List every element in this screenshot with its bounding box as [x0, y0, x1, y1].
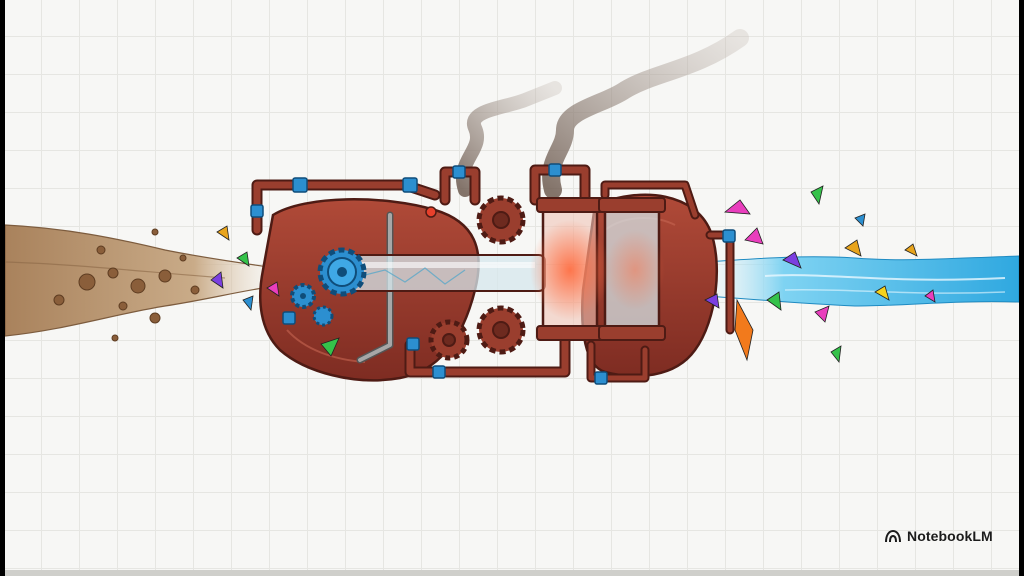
colorful-debris: [210, 185, 936, 363]
blue-small-gear: [290, 283, 334, 327]
clean-water-stream: [704, 255, 1019, 307]
notebooklm-logo-icon: [885, 529, 901, 543]
blue-pipe-couplings: [250, 163, 736, 385]
filter-canisters: [425, 197, 666, 341]
filter-tube: [344, 254, 546, 292]
bottom-edge: [5, 570, 1019, 576]
brand-label: NotebookLM: [907, 528, 993, 544]
blue-main-gear: [317, 247, 367, 297]
slide-canvas: NotebookLM: [5, 0, 1019, 576]
notebooklm-watermark: NotebookLM: [885, 528, 993, 544]
gears: [290, 195, 526, 361]
dirty-sludge-stream: [5, 224, 276, 342]
red-gears: [428, 195, 526, 361]
smoke-plumes: [456, 29, 749, 199]
liver-filter-machine-illustration: [5, 29, 1019, 576]
